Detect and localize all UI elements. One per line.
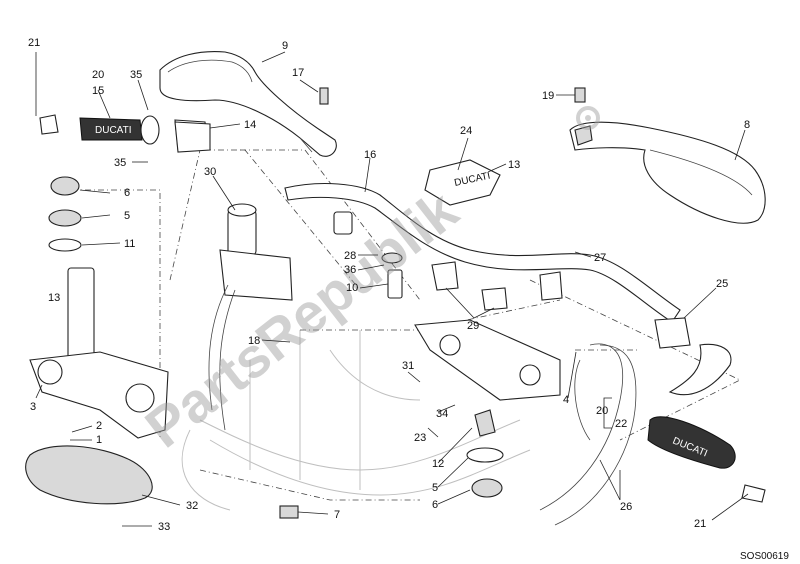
callout-24: 24 [460, 125, 472, 137]
callout-26: 26 [620, 501, 632, 513]
steering-stem [29, 176, 169, 439]
left-mirror [159, 51, 337, 157]
callout-12: 12 [432, 458, 444, 470]
callout-21: 21 [694, 518, 706, 530]
callout-5: 5 [432, 482, 438, 494]
small-clamps [333, 211, 563, 311]
screw-19 [574, 87, 586, 103]
callout-3: 3 [30, 401, 36, 413]
callout-29: 29 [467, 320, 479, 332]
callout-13: 13 [48, 292, 60, 304]
callout-18: 18 [248, 335, 260, 347]
callout-11: 11 [124, 238, 135, 250]
frame-outline [181, 330, 531, 511]
left-grip-brand: DUCATI [95, 125, 131, 136]
mudguard-bracket [25, 445, 153, 505]
callout-6: 6 [124, 187, 130, 199]
callout-13: 13 [508, 159, 520, 171]
callout-8: 8 [744, 119, 750, 131]
diagram-code: SOS00619 [740, 551, 789, 562]
screw-17 [319, 87, 329, 105]
callout-20: 20 [92, 69, 104, 81]
callout-22: 22 [615, 418, 627, 430]
callout-9: 9 [282, 40, 288, 52]
callout-20: 20 [596, 405, 608, 417]
callout-35: 35 [114, 157, 126, 169]
callout-15: 15 [92, 85, 104, 97]
callout-28: 28 [344, 250, 356, 262]
left-switch [174, 121, 211, 153]
callout-labels: 21 20 15 35 35 9 17 14 16 19 24 13 8 6 5… [28, 37, 750, 533]
bearing-stack [466, 409, 504, 498]
cable-clip-7 [279, 505, 299, 519]
callout-21: 21 [28, 37, 40, 49]
handlebar [284, 183, 681, 323]
callout-5: 5 [124, 210, 130, 222]
upper-clamp: DUCATI [319, 87, 586, 206]
throttle-cables [539, 343, 637, 526]
gear-icon [576, 106, 600, 130]
callout-6: 6 [432, 499, 438, 511]
callout-36: 36 [344, 264, 356, 276]
callout-17: 17 [292, 67, 304, 79]
callout-1: 1 [96, 434, 102, 446]
callout-25: 25 [716, 278, 728, 290]
callout-7: 7 [334, 509, 340, 521]
right-mirror [569, 121, 766, 224]
callout-34: 34 [436, 408, 448, 420]
callout-30: 30 [204, 166, 216, 178]
callout-16: 16 [364, 149, 376, 161]
callout-14: 14 [244, 119, 256, 131]
leader-lines [35, 51, 749, 527]
callout-19: 19 [542, 90, 554, 102]
callout-31: 31 [402, 360, 414, 372]
callout-32: 32 [186, 500, 198, 512]
right-grip: DUCATI [647, 416, 766, 503]
ignition-switch [208, 203, 293, 431]
callout-4: 4 [563, 394, 569, 406]
lower-triple-clamp [414, 319, 561, 401]
callout-2: 2 [96, 420, 102, 432]
callout-33: 33 [158, 521, 170, 533]
callout-23: 23 [414, 432, 426, 444]
callout-27: 27 [594, 252, 606, 264]
right-switch [654, 317, 732, 396]
callout-10: 10 [346, 282, 358, 294]
callout-35: 35 [130, 69, 142, 81]
